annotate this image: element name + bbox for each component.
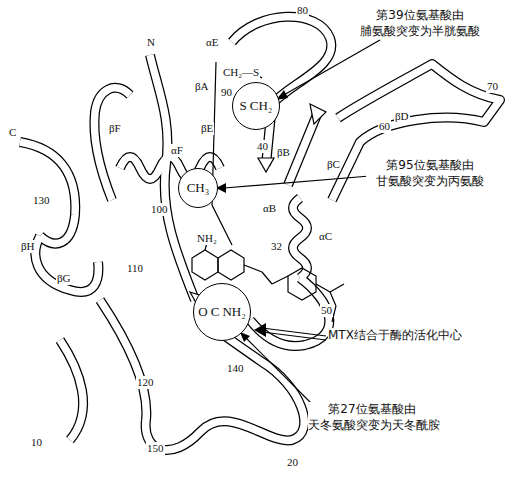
mutation-note: 第39位氨基酸由 脯氨酸突变为半胱氨酸	[356, 8, 484, 39]
chemical-group: S	[240, 99, 247, 113]
residue-label: αB	[262, 202, 277, 215]
residue-label: βE	[200, 122, 214, 135]
residue-label: βG	[56, 272, 72, 285]
residue-label: βB	[276, 146, 291, 159]
residue-label: βH	[20, 240, 36, 253]
residue-label: CH₂—S	[222, 66, 260, 79]
mutation-note: 第95位氨基酸由 甘氨酸突变为丙氨酸	[366, 158, 494, 189]
chemical-group: CH₂	[250, 99, 273, 113]
residue-label: NH₂	[196, 232, 218, 245]
residue-label: 80	[296, 4, 309, 17]
residue-label: 100	[150, 203, 169, 216]
chemical-group: CH₃	[187, 181, 210, 195]
residue-label: N	[146, 36, 156, 49]
residue-label: 70	[486, 80, 499, 93]
residue-label: βC	[326, 158, 341, 171]
mutation-note: 第27位氨基酸由 天冬氨酸突变为天冬酰胺	[308, 402, 436, 433]
residue-label: 50	[320, 304, 333, 317]
mutation-circle: CH₃	[178, 168, 218, 208]
chemical-group: NH₂	[222, 305, 245, 319]
residue-label: 32	[270, 240, 283, 253]
residue-label: βF	[108, 122, 122, 135]
residue-label: C	[8, 126, 17, 139]
residue-label: 90	[220, 86, 233, 99]
residue-label: 150	[146, 442, 165, 455]
mutation-circle: SCH₂	[232, 82, 280, 130]
residue-label: αC	[318, 230, 333, 243]
residue-label: 130	[32, 194, 51, 207]
active-site-note: MTX结合于酶的活化中心	[328, 328, 462, 344]
residue-label: αF	[170, 144, 184, 157]
chemical-group: O	[198, 305, 207, 319]
residue-label: 20	[286, 456, 299, 469]
residue-label: 10	[30, 436, 43, 449]
residue-label: αE	[205, 36, 219, 49]
residue-label: βA	[194, 80, 210, 93]
residue-label: βD	[394, 110, 410, 123]
residue-label: 60	[378, 120, 391, 133]
residue-label: 110	[126, 262, 144, 275]
residue-label: 140	[226, 362, 245, 375]
residue-label: 40	[256, 140, 269, 153]
mutation-circle: OCNH₂	[193, 283, 251, 341]
residue-label: 120	[136, 376, 155, 389]
chemical-group: C	[211, 305, 220, 319]
